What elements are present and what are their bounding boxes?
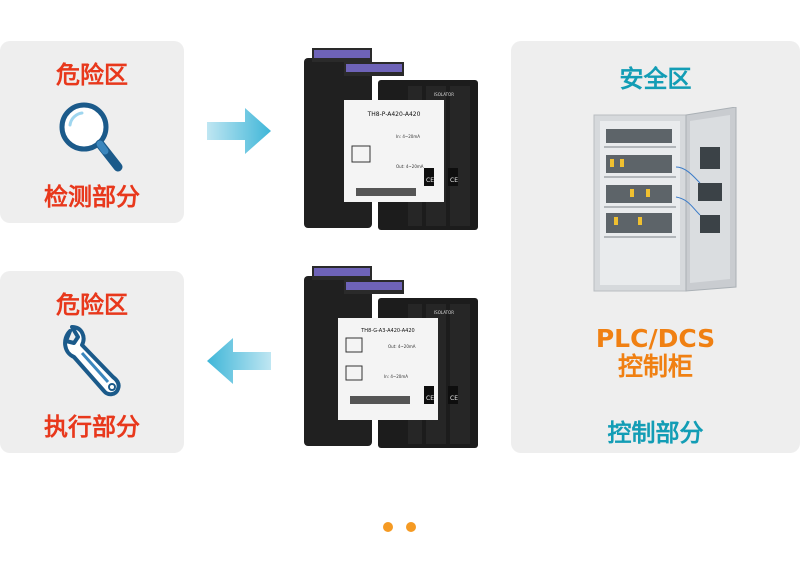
execution-card: 危险区 执行部分 <box>0 271 184 453</box>
carousel-dot-1[interactable] <box>383 522 393 532</box>
control-label: 控制部分 <box>607 419 704 447</box>
svg-text:CE: CE <box>426 395 434 402</box>
carousel-dot-2[interactable] <box>406 522 416 532</box>
device-bottom-in: In: 4~20mA <box>384 374 408 379</box>
plc-dcs-label: PLC/DCS 控制柜 <box>511 325 800 381</box>
danger-zone-title-bottom: 危险区 <box>56 291 128 319</box>
device-top-in: In: 4~20mA <box>396 134 420 139</box>
safe-zone-title: 安全区 <box>619 65 692 93</box>
device-top-brand: ISOLATOR <box>434 92 454 97</box>
execution-label: 执行部分 <box>44 413 140 441</box>
danger-zone-title-top: 危险区 <box>56 61 128 89</box>
detection-label: 检测部分 <box>44 183 140 211</box>
control-cabinet-image <box>593 107 737 292</box>
isolator-device-bottom: TH8-G-A3-A420-A420 Out: 4~20mA In: 4~20m… <box>304 266 478 448</box>
left-arrow-icon <box>207 338 271 384</box>
device-bottom-out: Out: 4~20mA <box>388 344 416 349</box>
wrench-icon <box>63 325 121 397</box>
device-top-model: TH8-P-A420-A420 <box>367 111 421 118</box>
magnifier-icon <box>59 102 123 172</box>
device-top-out: Out: 4~20mA <box>396 164 424 169</box>
plc-dcs-line1: PLC/DCS <box>595 324 716 353</box>
detection-card: 危险区 检测部分 <box>0 41 184 223</box>
control-card: 安全区 P <box>511 41 800 453</box>
plc-dcs-line2: 控制柜 <box>617 352 693 381</box>
device-bottom-model: TH8-G-A3-A420-A420 <box>360 328 414 334</box>
svg-text:CE: CE <box>426 177 434 184</box>
device-bottom-brand: ISOLATOR <box>434 310 454 315</box>
svg-text:CE: CE <box>450 177 458 184</box>
right-arrow-icon <box>207 108 271 154</box>
isolator-device-top: TH8-P-A420-A420 In: 4~20mA Out: 4~20mA I… <box>304 48 478 230</box>
svg-text:CE: CE <box>450 395 458 402</box>
